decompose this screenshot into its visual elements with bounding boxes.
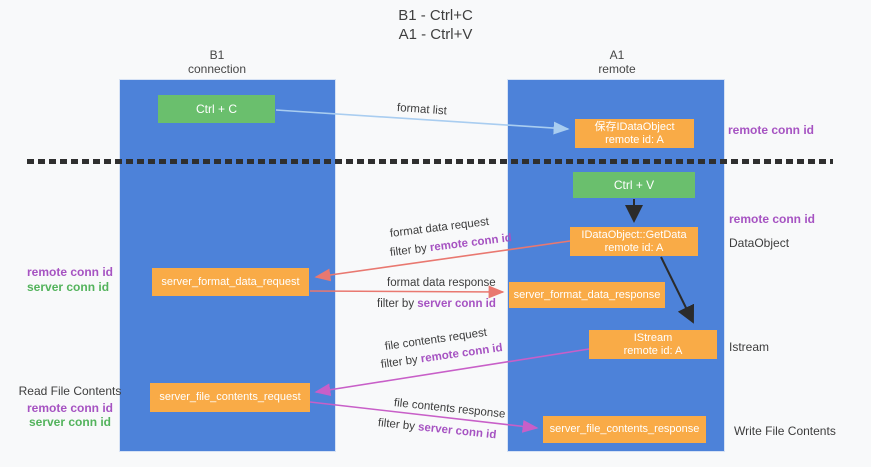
server-conn-id-text: server conn id [417, 298, 496, 310]
diagram-title: B1 - Ctrl+C A1 - Ctrl+V [0, 6, 871, 44]
right-column-title: A1 [609, 48, 625, 62]
left-column-title: B1 [209, 48, 225, 62]
remote-conn-id-text: remote conn id [429, 232, 513, 255]
node-save-idataobject: 保存IDataObject remote id: A [575, 119, 694, 148]
node-ctrl-v: Ctrl + V [573, 172, 695, 198]
filter-by-text: filter by [377, 417, 416, 433]
title-line-2: A1 - Ctrl+V [398, 26, 473, 43]
istream-annotation: Istream [729, 340, 770, 354]
server-file-contents-response-label: server_file_contents_response [549, 423, 700, 435]
left-column-subtitle: connection [187, 62, 247, 76]
dataobject-annotation: DataObject [729, 236, 790, 250]
getdata-line2: remote id: A [604, 241, 664, 254]
save-idataobject-line1: 保存IDataObject [594, 120, 675, 133]
format-list-label: format list [396, 102, 448, 118]
server-conn-id-legend: server conn id [27, 280, 110, 294]
remote-conn-id-annotation-mid: remote conn id [729, 212, 816, 226]
node-idataobject-getdata: IDataObject::GetData remote id: A [570, 227, 698, 256]
remote-conn-id-legend-2: remote conn id [26, 401, 113, 415]
right-column-subtitle: remote [598, 62, 636, 76]
server-format-data-request-label: server_format_data_request [161, 275, 300, 288]
ctrl-c-label: Ctrl + C [195, 101, 237, 116]
filter-by-server-conn-id-label-1: filter by server conn id [377, 298, 496, 310]
write-file-contents-annotation: Write File Contents [734, 424, 836, 438]
title-line-1: B1 - Ctrl+C [398, 7, 473, 24]
remote-conn-id-legend: remote conn id [27, 265, 114, 279]
node-ctrl-c: Ctrl + C [158, 95, 275, 123]
filter-by-server-conn-id-label-2: filter by server conn id [377, 417, 497, 441]
read-file-contents-annotation: Read File Contents [18, 384, 122, 398]
istream-line2: remote id: A [623, 344, 683, 357]
filter-by-text: filter by [377, 298, 415, 310]
left-conn-id-legend: remote conn id server conn id [27, 265, 113, 295]
getdata-line1: IDataObject::GetData [581, 228, 687, 241]
save-idataobject-line2: remote id: A [605, 133, 664, 146]
filter-by-text: filter by [380, 353, 419, 371]
remote-conn-id-annotation-top: remote conn id [728, 123, 815, 137]
format-data-response-label: format data response [387, 277, 496, 289]
file-contents-response-label: file contents response [393, 397, 506, 421]
istream-line1: IStream [633, 331, 673, 344]
format-data-response-arrow [309, 285, 505, 299]
node-istream: IStream remote id: A [589, 330, 717, 359]
server-conn-id-legend-2: server conn id [28, 415, 112, 429]
server-conn-id-text: server conn id [417, 421, 497, 442]
ctrl-v-label: Ctrl + V [613, 177, 655, 192]
node-server-file-contents-response: server_file_contents_response [543, 416, 706, 443]
server-format-data-response-label: server_format_data_response [513, 288, 661, 301]
filter-by-text: filter by [389, 242, 428, 259]
right-column-header: A1 remote [557, 48, 677, 76]
node-server-format-data-response: server_format_data_response [509, 282, 665, 308]
node-server-file-contents-request: server_file_contents_request [150, 383, 310, 412]
node-server-format-data-request: server_format_data_request [152, 268, 309, 296]
read-file-contents-block: Read File Contents remote conn id server… [14, 384, 126, 429]
session-separator-line [27, 159, 833, 164]
server-file-contents-request-label: server_file_contents_request [159, 391, 301, 403]
left-column-header: B1 connection [157, 48, 277, 76]
